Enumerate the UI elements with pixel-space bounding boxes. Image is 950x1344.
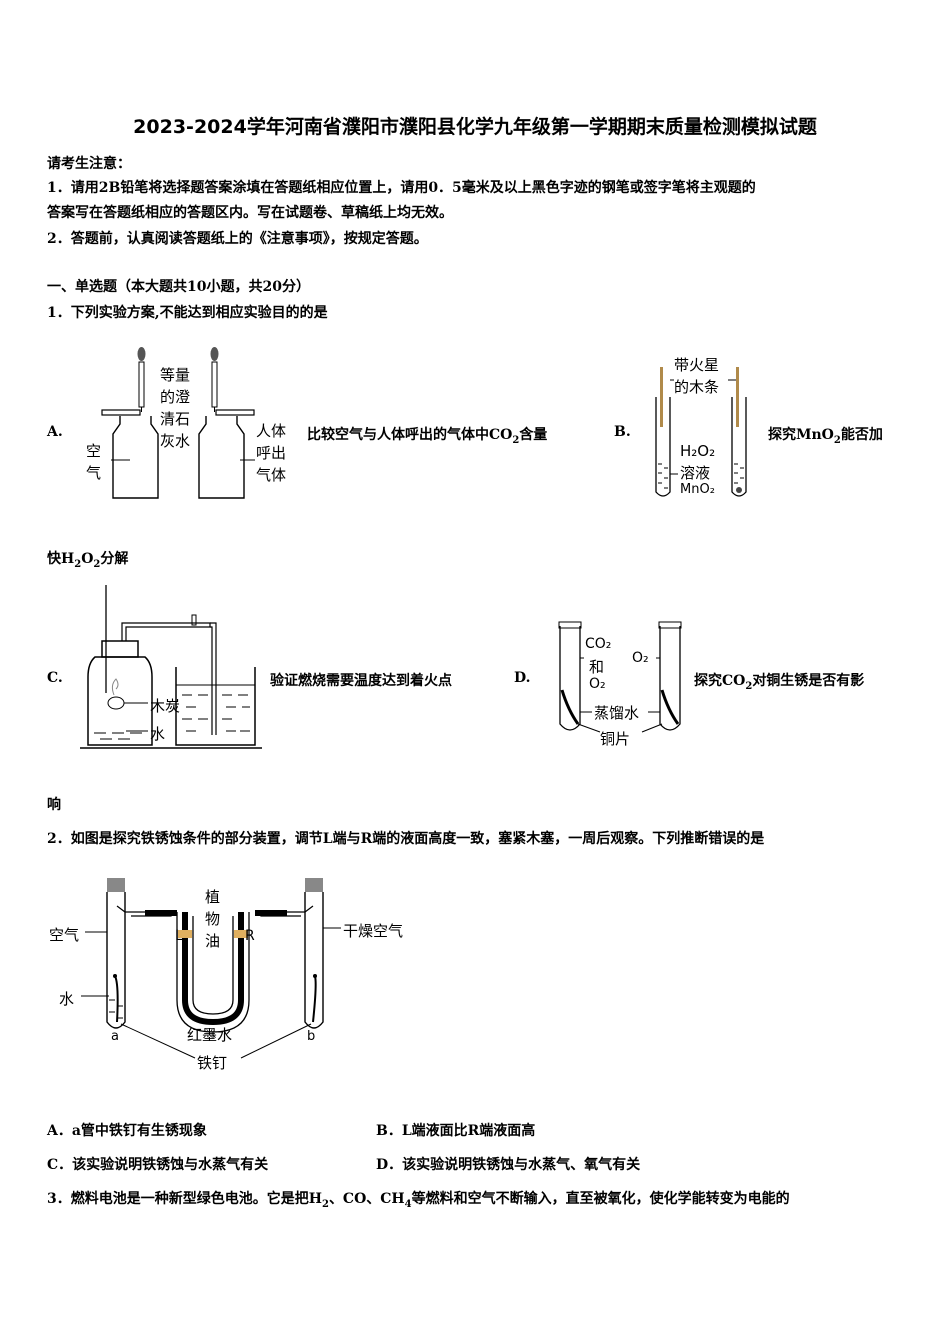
- label-and: 和: [589, 658, 605, 676]
- q1-option-b-desc: 探究MnO2能否加: [768, 427, 883, 446]
- label-water-q2: 水: [59, 990, 75, 1008]
- q1-figure-a: 等量 的澄 清石 灰水 空 气 人体 呼出 气体: [80, 342, 305, 504]
- q1-option-c-desc: 验证燃烧需要温度达到着火点: [270, 673, 452, 689]
- label-glowing-splint-1: 带火星: [674, 356, 720, 374]
- q1-option-d-desc-cont: 响: [47, 797, 61, 813]
- page-title: 2023-2024学年河南省濮阳市濮阳县化学九年级第一学期期末质量检测模拟试题: [133, 116, 817, 138]
- q2-option-b: B．L端液面比R端液面高: [376, 1123, 536, 1139]
- q1-option-d-desc: 探究CO2对铜生锈是否有影: [694, 673, 865, 692]
- label-R: R: [245, 928, 255, 944]
- label-vegetable-oil-3: 油: [205, 932, 221, 950]
- q2-option-a: A．a管中铁钉有生锈现象: [47, 1123, 207, 1139]
- label-tube-a: a: [111, 1029, 119, 1044]
- label-water-c: 水: [150, 725, 166, 743]
- label-iron-nail: 铁钉: [197, 1054, 228, 1072]
- q2-option-c: C．该实验说明铁锈蚀与水蒸气有关: [47, 1157, 269, 1173]
- section-heading: 一、单选题（本大题共10小题，共20分）: [47, 279, 310, 295]
- label-equal-limewater-3: 清石: [160, 410, 191, 428]
- q1-option-a-desc: 比较空气与人体呼出的气体中CO2含量: [307, 427, 548, 446]
- label-L: L: [175, 928, 183, 944]
- label-h2o2: H₂O₂: [680, 442, 716, 460]
- q1-option-c-letter: C.: [47, 670, 63, 686]
- label-mno2: MnO₂: [680, 482, 715, 497]
- label-o2-left: O₂: [589, 676, 606, 692]
- label-exhaled-2: 呼出: [256, 444, 287, 462]
- label-red-ink: 红墨水: [187, 1026, 233, 1044]
- label-equal-limewater-4: 灰水: [160, 432, 191, 450]
- label-vegetable-oil-2: 物: [205, 910, 221, 928]
- q1-option-b-desc-cont: 快H2O2分解: [47, 551, 129, 570]
- q2-option-d: D．该实验说明铁锈蚀与水蒸气、氧气有关: [376, 1157, 641, 1173]
- q1-figure-c: 木炭 水: [80, 585, 270, 751]
- label-solution: 溶液: [680, 464, 711, 482]
- q1-option-b-letter: B.: [614, 424, 631, 440]
- label-charcoal: 木炭: [150, 697, 181, 715]
- label-air-2: 气: [86, 464, 102, 482]
- label-vegetable-oil-1: 植: [205, 888, 221, 906]
- label-equal-limewater-2: 的澄: [160, 388, 191, 406]
- label-air-1: 空: [86, 442, 102, 460]
- notice-item-1: 1．请用2B铅笔将选择题答案涂填在答题纸相应位置上，请用0．5毫米及以上黑色字迹…: [47, 180, 756, 196]
- q2-stem: 2．如图是探究铁锈蚀条件的部分装置，调节L端与R端的液面高度一致，塞紧木塞，一周…: [47, 831, 765, 847]
- q3-stem: 3．燃料电池是一种新型绿色电池。它是把H2、CO、CH4等燃料和空气不断输入，直…: [47, 1191, 790, 1210]
- notice-heading: 请考生注意：: [47, 156, 131, 172]
- notice-item-1-cont: 答案写在答题纸相应的答题区内。写在试题卷、草稿纸上均无效。: [47, 205, 453, 221]
- label-o2-right: O₂: [632, 650, 649, 666]
- label-exhaled-1: 人体: [256, 422, 287, 440]
- q1-option-d-letter: D.: [514, 670, 531, 686]
- q1-option-a-letter: A.: [47, 424, 63, 440]
- label-glowing-splint-2: 的木条: [674, 378, 720, 396]
- q2-figure: 空气 水 植 物 油 L R 干燥空气 红墨水 a b 铁钉: [45, 872, 425, 1077]
- label-distilled-water: 蒸馏水: [594, 704, 640, 722]
- label-dry-air: 干燥空气: [343, 922, 404, 940]
- q1-figure-b: 带火星 的木条 H₂O₂ 溶液 MnO₂: [650, 352, 760, 502]
- notice-item-2: 2．答题前，认真阅读答题纸上的《注意事项》，按规定答题。: [47, 231, 428, 247]
- q1-figure-d: CO₂ 和 O₂ O₂ 蒸馏水 铜片: [552, 620, 687, 755]
- label-exhaled-3: 气体: [256, 466, 287, 484]
- label-equal-limewater-1: 等量: [160, 366, 191, 384]
- label-copper-sheet: 铜片: [600, 730, 631, 748]
- label-air-q2: 空气: [49, 926, 80, 944]
- label-tube-b: b: [307, 1029, 316, 1044]
- q1-stem: 1．下列实验方案,不能达到相应实验目的的是: [47, 305, 328, 321]
- label-co2: CO₂: [585, 636, 612, 652]
